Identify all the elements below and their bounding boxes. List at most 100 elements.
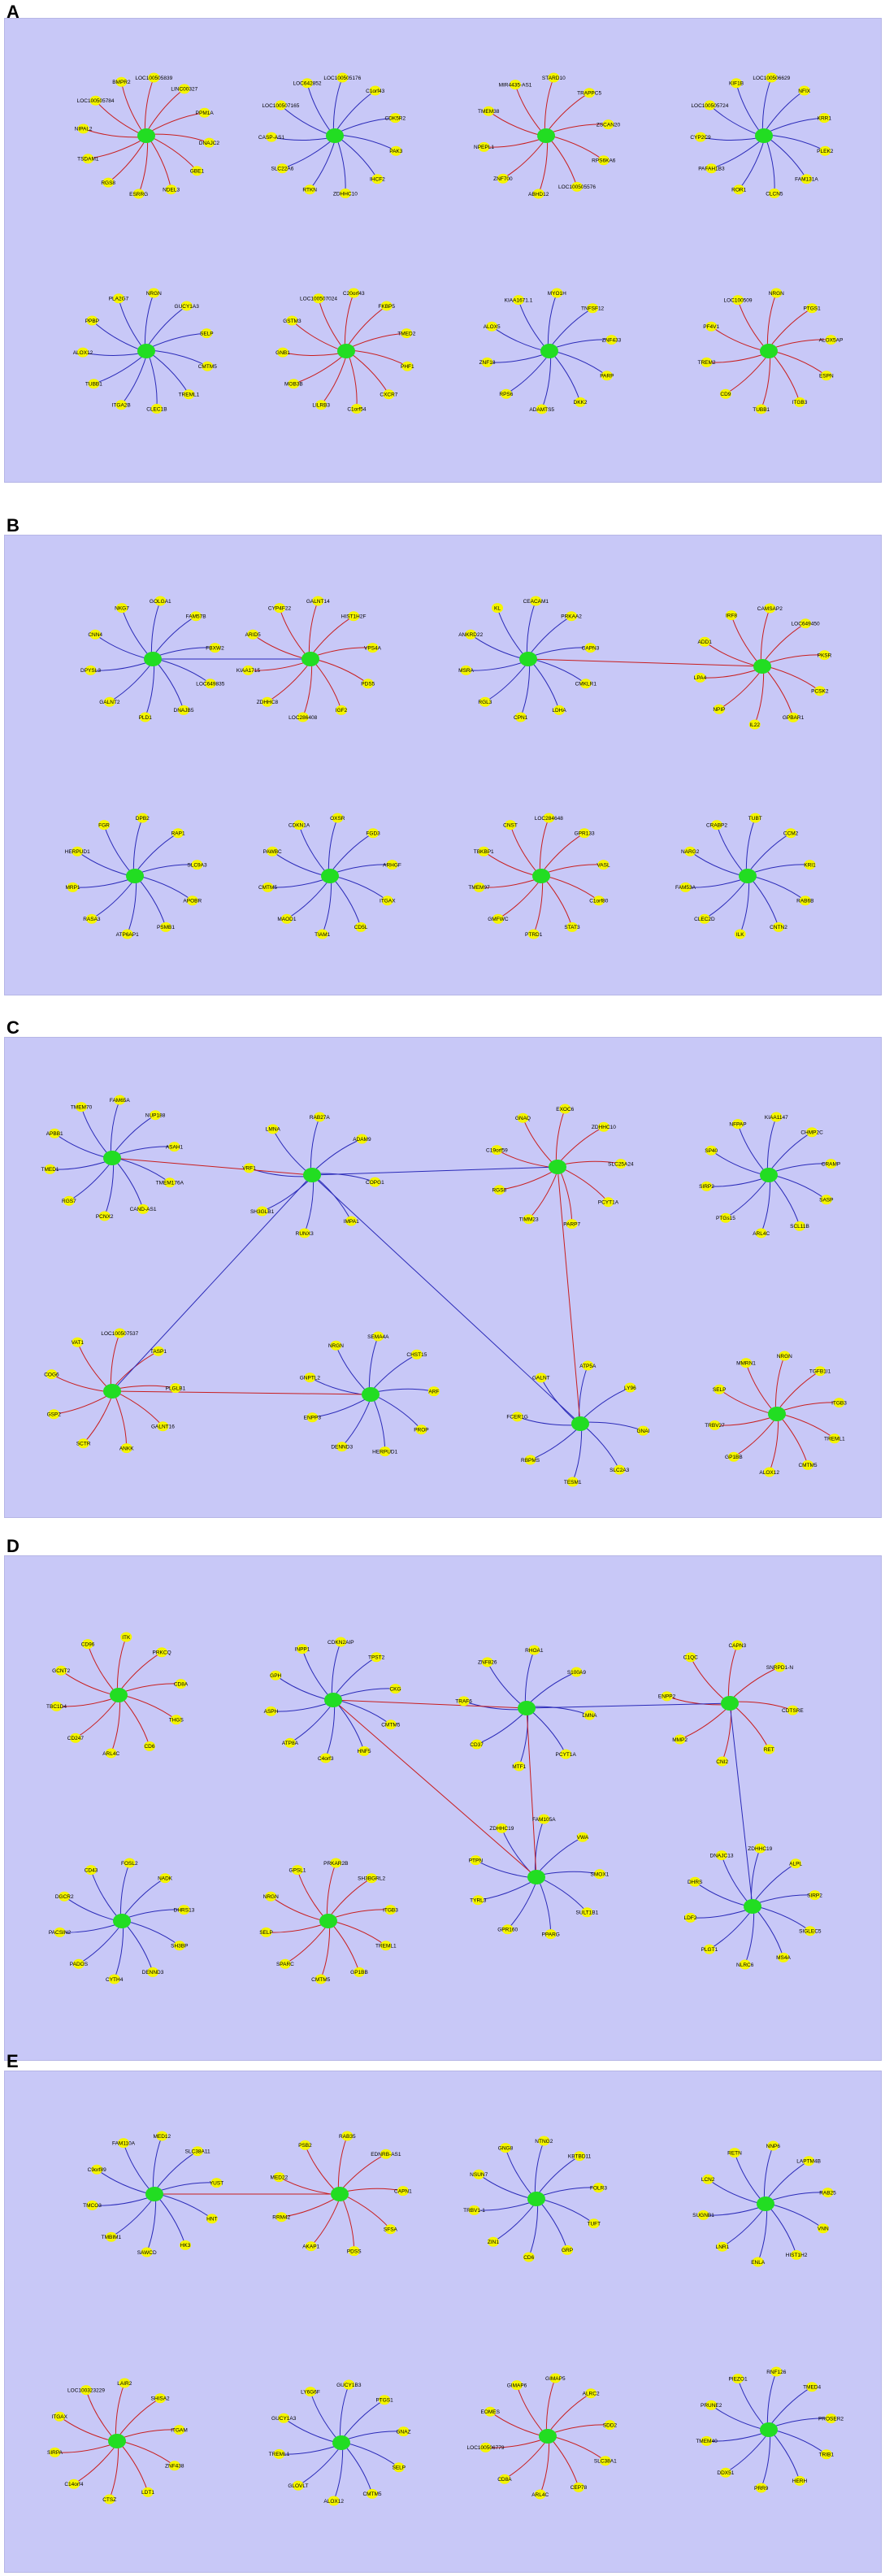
leaf-node-label: FAM57B [186,614,206,620]
leaf-node-label: RAP1 [171,831,185,837]
leaf-node [498,2474,510,2484]
leaf-node-label: TIAM1 [315,932,331,938]
leaf-node-label: MAOD1 [277,917,297,922]
leaf-node-label: LOC100505176 [323,76,361,81]
leaf-node-label: CMTM5 [798,1463,817,1468]
leaf-node-label: LOC286408 [288,715,317,721]
leaf-node-label: SLC9A3 [187,862,207,868]
leaf-node [59,1891,71,1902]
leaf-node-label: GRP [562,2248,573,2253]
leaf-node [305,2387,316,2397]
leaf-node [154,2393,167,2404]
leaf-node [379,2395,391,2405]
leaf-node-label: MMRN1 [736,1360,756,1366]
leaf-node-label: CD43 [85,1867,98,1873]
leaf-node [773,922,784,932]
leaf-node [98,820,110,830]
leaf-node [813,686,826,696]
leaf-node [770,1112,783,1122]
leaf-node [534,2489,546,2500]
leaf-node [559,1104,571,1114]
leaf-node [582,1360,594,1371]
leaf-node [731,1640,744,1650]
leaf-node-label: C1QC [683,1655,698,1661]
leaf-node [492,603,503,614]
leaf-node-label: ALOX12 [759,1470,779,1476]
leaf-node-label: ARL4C [753,1231,770,1237]
leaf-node [732,2374,744,2384]
leaf-node [566,1219,578,1229]
leaf-node [575,397,586,407]
leaf-node [85,913,98,924]
leaf-node-label: MYO1H [548,291,566,297]
leaf-node [55,1665,67,1676]
leaf-node-label: S100A9 [567,1670,587,1676]
leaf-node-label: HNT [206,2217,217,2223]
leaf-node [314,1112,326,1122]
leaf-node-label: VAT1 [72,1340,85,1346]
leaf-node [804,1926,816,1936]
leaf-node-label: CDK5R2 [384,115,406,121]
leaf-node [121,929,133,939]
leaf-node-label: CD8A [497,2477,512,2483]
leaf-node [562,2244,573,2255]
leaf-node [740,1358,752,1368]
leaf-node [566,611,578,622]
leaf-node-label: SASP [819,1198,833,1203]
hub-node [760,1168,778,1182]
leaf-node [63,1195,75,1206]
leaf-node-label: HERPUD1 [372,1449,397,1455]
leaf-node [292,2480,304,2491]
leaf-node [260,1927,272,1937]
leaf-node-label: CRABP2 [706,822,727,828]
leaf-node-label: ALOX5 [484,324,501,330]
leaf-node [72,1337,84,1347]
leaf-node [170,1715,182,1725]
leaf-node [175,1679,187,1689]
leaf-node [191,166,203,176]
leaf-node-label: ITK [122,1635,131,1641]
leaf-node [501,1924,514,1935]
leaf-node-label: ZDHHC10 [333,191,358,197]
leaf-node [280,913,293,924]
leaf-node-label: CMKLR1 [575,682,597,687]
leaf-node-label: LOC100507537 [101,1331,138,1337]
leaf-node [54,2411,66,2422]
leaf-node-label: SELP [392,2465,406,2471]
hub-node [362,1387,380,1402]
leaf-node-label: SCL11B [790,1224,809,1229]
leaf-node-label: PIEZO1 [728,2376,748,2382]
leaf-node-label: ZNF826 [478,1660,497,1666]
hub-node [326,128,344,143]
leaf-node [752,2257,764,2267]
leaf-node-label: TRAPPC5 [577,91,601,97]
leaf-node-label: CD96 [81,1641,95,1647]
leaf-node [336,705,347,715]
leaf-node-label: EOMES [480,2409,500,2415]
leaf-node [528,1645,540,1655]
leaf-node [141,2247,153,2257]
leaf-node [44,1164,56,1174]
leaf-node [190,611,202,622]
leaf-node [732,295,744,306]
leaf-node [560,1749,572,1759]
leaf-node-label: CLEC1B [146,406,167,412]
leaf-node-label: TMED1 [41,1167,59,1173]
leaf-node [350,404,362,414]
leaf-node [491,1145,503,1156]
leaf-node-label: ASPH [264,1709,279,1715]
leaf-node-label: PARP [600,374,614,379]
leaf-node-label: TREML1 [375,1944,397,1949]
leaf-node-label: PDSS [347,2249,362,2254]
leaf-node-label: RHOA1 [525,1648,544,1654]
hub-node [324,1693,342,1707]
leaf-node-label: GUCY1B3 [336,2383,362,2388]
leaf-node [341,2131,354,2141]
leaf-node-label: PACSIN2 [49,1930,72,1936]
leaf-node [790,1858,802,1869]
leaf-node-label: GPR133 [575,831,595,837]
inter-hub-edge [111,1390,371,1397]
leaf-node-label: CAND-AS1 [130,1207,157,1212]
leaf-node [483,106,495,116]
